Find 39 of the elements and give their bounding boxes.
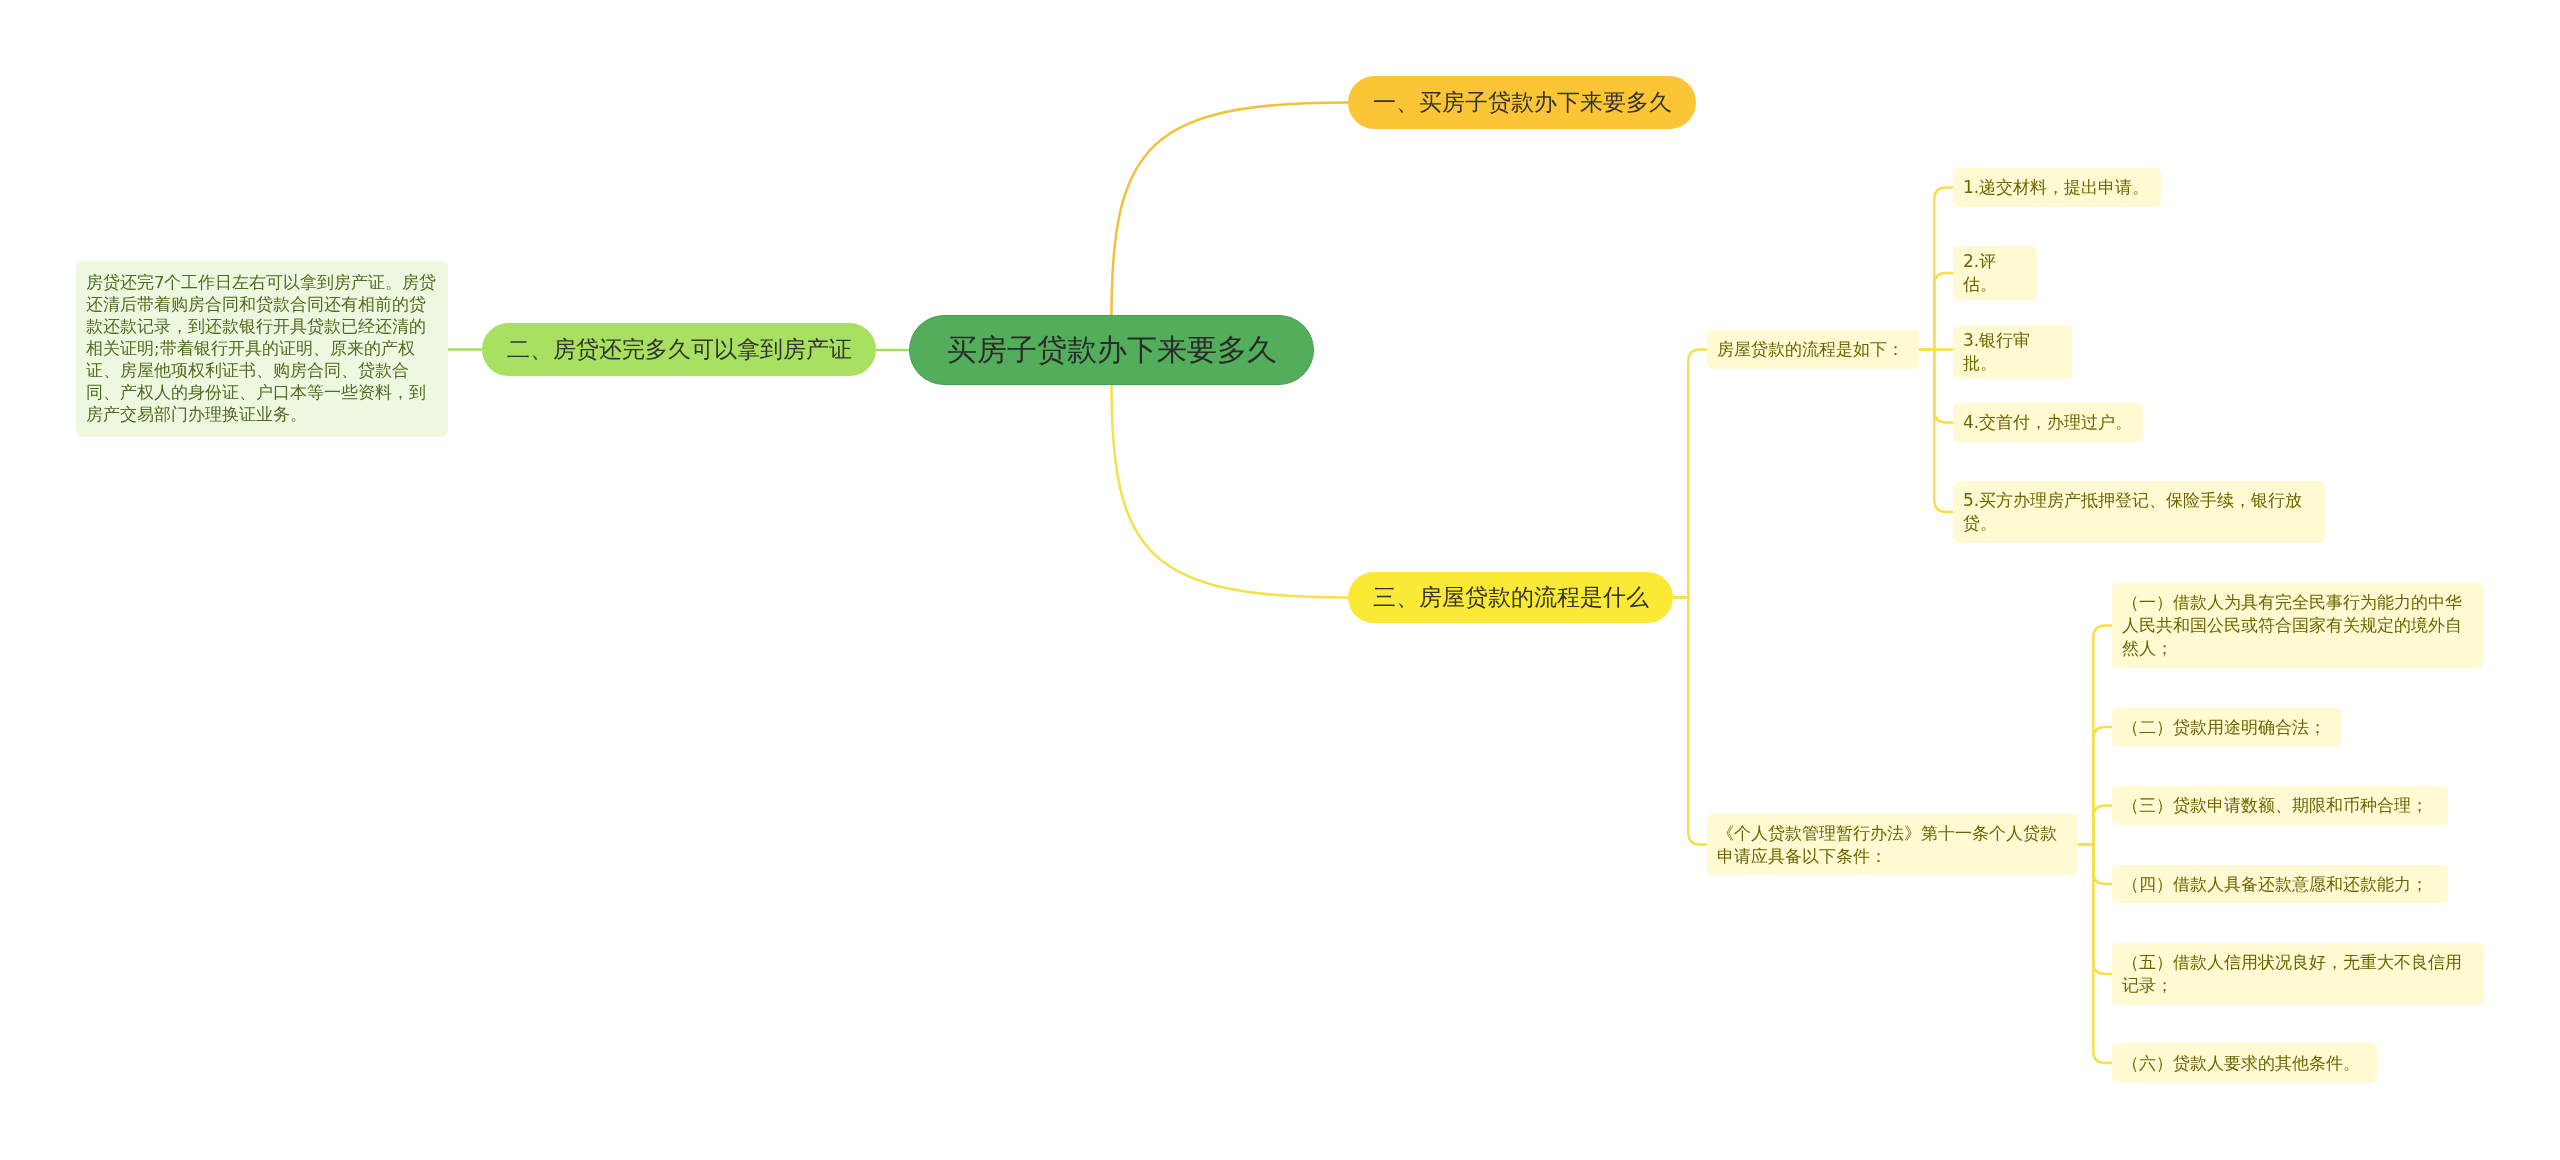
topic-pill [1348,76,1696,129]
subtopic-card [2112,708,2342,746]
subtopic-card [1953,403,2143,442]
subtopic-card [1953,481,2325,543]
topic-text: 房贷还完7个工作日左右可以拿到房产证。房贷还清后带着购房合同和贷款合同还有相前的贷款还款记录，到还款银行开具贷款已经还清的相关证明;带着银行开具的证明、原来的产权证、房屋他项权利证书、购房合同、贷款合同、产权人的身份证、户口本等一些资料，到房产交易部门办理换证业务。 [86,272,438,426]
branch-line [448,348,482,351]
subtopic-card [1707,330,1919,369]
subtopic-card [2112,786,2448,825]
subtopic-card [2112,865,2448,903]
topic-text: （一）借款人为具有完全民事行为能力的中华人民共和国公民或符合国家有关规定的境外自然人； [2122,591,2463,660]
topic-pill [482,323,876,376]
topic-text: 5.买方办理房产抵押登记、保险手续，银行放贷。 [1963,489,2304,535]
subtopic-card [2112,583,2484,668]
topic-text: 《个人贷款管理暂行办法》第十一条个人贷款申请应具备以下条件： [1717,821,2058,868]
subtopic-card [2112,943,2484,1005]
topic-text: 3.银行审批。 [1963,329,2032,375]
topic-text: （三）贷款申请数额、期限和币种合理； [2122,794,2428,817]
branch-line [1110,384,1349,599]
subtopic-card [1707,814,2078,875]
central-topic-text: 买房子贷款办下来要多久 [946,330,1277,369]
topic-text: 1.递交材料，提出申请。 [1963,176,2150,199]
topic-text: 2.评估。 [1963,250,1998,296]
branch-line [876,348,909,352]
topic-pill [1348,572,1673,623]
topic-text: 一、买房子贷款办下来要多久 [1372,88,1672,117]
topic-text: （四）借款人具备还款意愿和还款能力； [2122,872,2428,896]
subtopic-card [2112,1043,2377,1083]
topic-text: （二）贷款用途明确合法； [2122,715,2326,739]
subtopic-card [1953,246,2037,300]
topic-text: 三、房屋贷款的流程是什么 [1372,583,1649,612]
branch-line [1110,101,1349,316]
note-card [76,261,448,437]
topic-text: 4.交首付，办理过户。 [1963,411,2133,434]
topic-text: （五）借款人信用状况良好，无重大不良信用记录； [2122,951,2463,997]
subtopic-card [1953,168,2161,207]
topic-text: 二、房贷还完多久可以拿到房产证 [506,335,852,364]
subtopic-card [1953,325,2072,379]
topic-text: 房屋贷款的流程是如下： [1717,338,1904,361]
topic-text: （六）贷款人要求的其他条件。 [2122,1051,2360,1075]
